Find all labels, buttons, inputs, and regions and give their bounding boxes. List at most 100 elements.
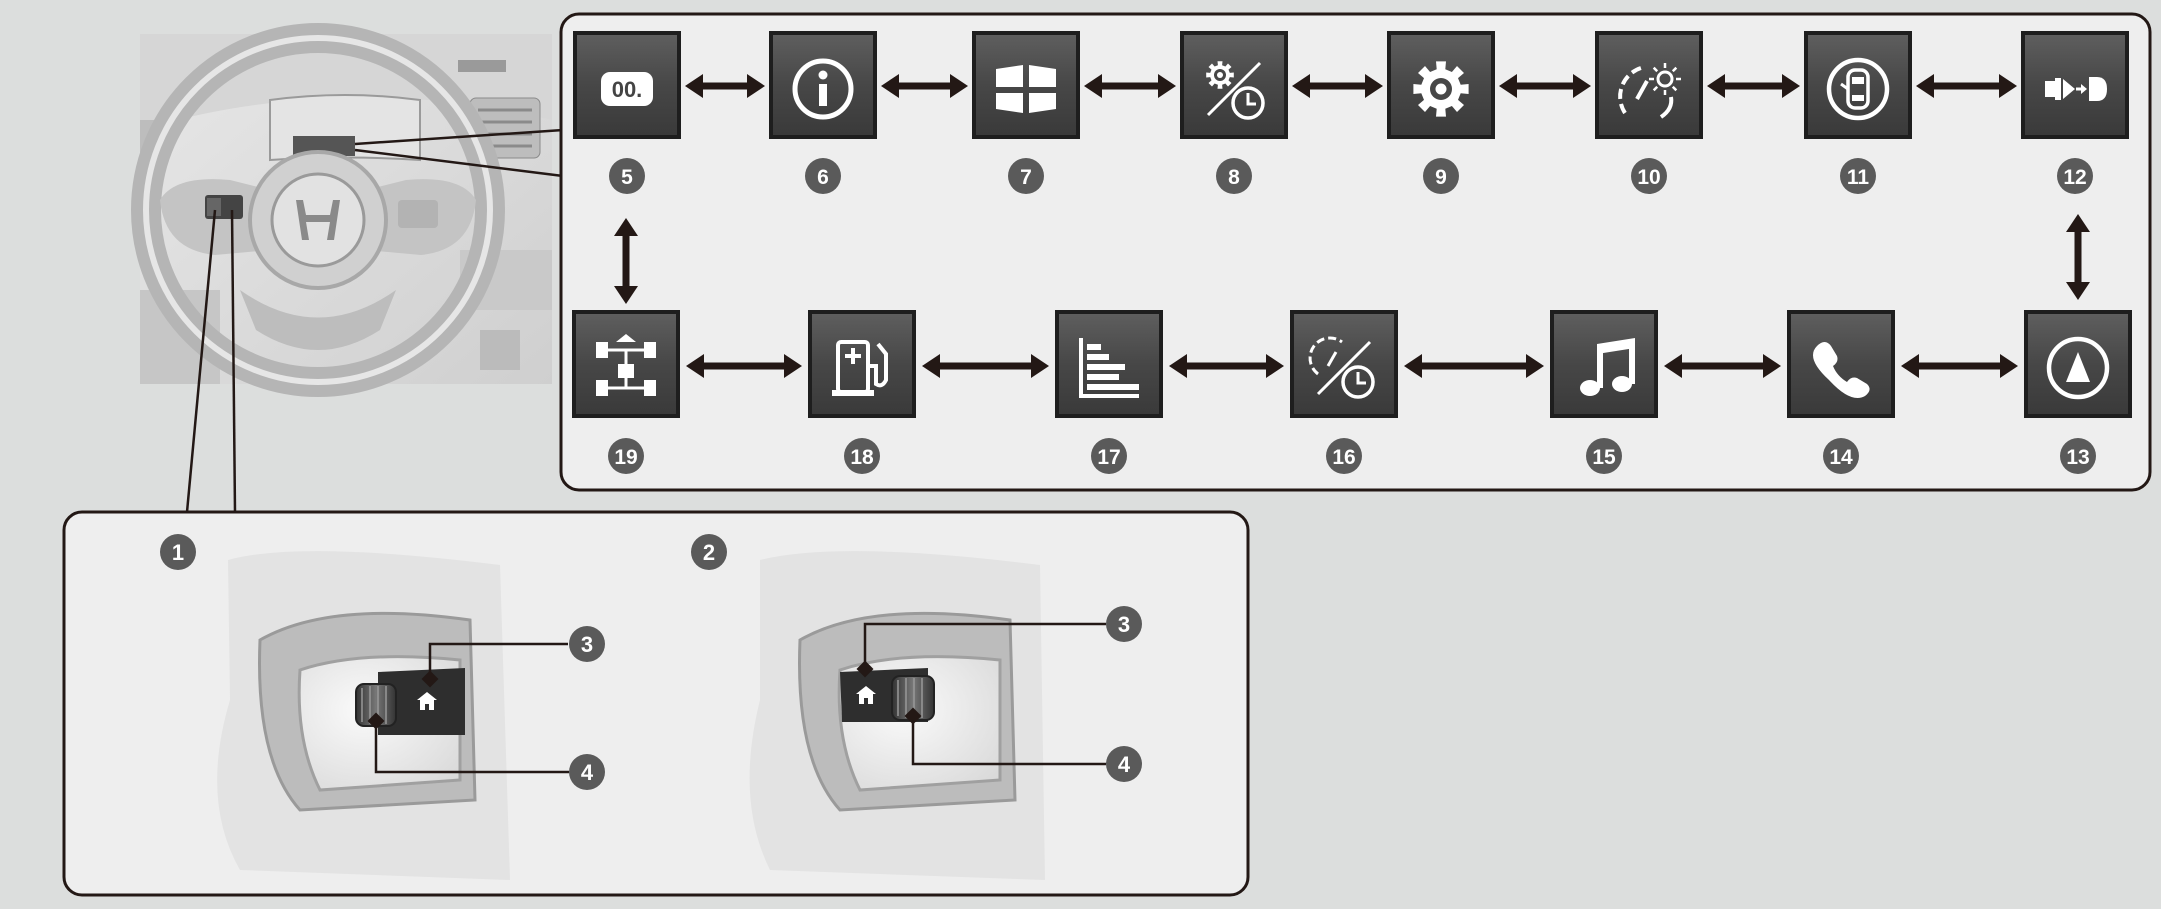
arrow-top-7 bbox=[1916, 74, 2017, 98]
arrow-top-3 bbox=[1084, 74, 1176, 98]
display-screens-panel bbox=[559, 12, 2152, 492]
odometer-digits: 00. bbox=[612, 77, 643, 102]
settings-clock-icon bbox=[1206, 61, 1265, 120]
arrow-bottom-2 bbox=[1664, 354, 1781, 378]
arrow-bottom-3 bbox=[1404, 354, 1544, 378]
svg-text:13: 13 bbox=[2066, 446, 2089, 469]
svg-text:9: 9 bbox=[1435, 166, 1447, 189]
screen-tile-18: 18 bbox=[808, 310, 916, 474]
screen-number-7: 7 bbox=[1008, 158, 1044, 194]
screen-tile-8: 8 bbox=[1180, 31, 1288, 194]
screen-tile-17: 17 bbox=[1055, 310, 1163, 474]
svg-text:14: 14 bbox=[1829, 446, 1853, 469]
svg-text:11: 11 bbox=[1847, 166, 1870, 189]
screen-tile-6: 6 bbox=[769, 31, 877, 194]
navigation-arrows bbox=[614, 74, 2090, 378]
cluster-pointer-lines bbox=[354, 128, 564, 178]
navigation-icon bbox=[2046, 336, 2110, 400]
svg-text:3: 3 bbox=[581, 632, 593, 657]
screen-number-16: 16 bbox=[1326, 438, 1362, 474]
screen-number-12: 12 bbox=[2057, 158, 2093, 194]
dashboard-illustration bbox=[131, 23, 552, 397]
svg-text:15: 15 bbox=[1592, 446, 1616, 469]
arrow-bottom-6 bbox=[686, 354, 802, 378]
svg-text:4: 4 bbox=[1118, 752, 1131, 777]
info-icon bbox=[792, 58, 854, 120]
screen-number-15: 15 bbox=[1586, 438, 1622, 474]
svg-text:8: 8 bbox=[1228, 166, 1240, 189]
svg-text:5: 5 bbox=[621, 166, 633, 189]
music-icon bbox=[1580, 338, 1635, 396]
left-switch-illustration bbox=[217, 551, 510, 880]
svg-text:18: 18 bbox=[850, 446, 874, 469]
svg-text:6: 6 bbox=[817, 166, 829, 189]
awd-drivetrain-icon bbox=[596, 334, 656, 396]
screen-number-13: 13 bbox=[2060, 438, 2096, 474]
home-icon bbox=[856, 686, 876, 704]
screen-number-17: 17 bbox=[1091, 438, 1127, 474]
honda-logo-icon bbox=[296, 200, 340, 240]
right-switch-illustration bbox=[749, 551, 1045, 880]
arrow-top-1 bbox=[685, 74, 765, 98]
screen-tile-12: 12 bbox=[2021, 31, 2129, 194]
vehicle-door-icon bbox=[1826, 57, 1890, 121]
callout-1: 1 bbox=[160, 534, 196, 570]
arrow-bottom-1 bbox=[1901, 354, 2018, 378]
callout-4-left: 4 bbox=[569, 754, 605, 790]
callout-2: 2 bbox=[691, 534, 727, 570]
screen-number-9: 9 bbox=[1423, 158, 1459, 194]
home-icon bbox=[417, 692, 437, 710]
phone-icon bbox=[1813, 342, 1870, 398]
left-leader-markers bbox=[367, 670, 439, 730]
screen-tile-19: 19 bbox=[572, 310, 680, 474]
screen-tile-15: 15 bbox=[1550, 310, 1658, 474]
speed-timer-icon bbox=[1308, 336, 1375, 399]
arrow-top-2 bbox=[881, 74, 968, 98]
callout-3-right: 3 bbox=[1106, 606, 1142, 642]
screen-tile-11: 11 bbox=[1804, 31, 1912, 194]
screen-tile-13: 13 bbox=[2024, 310, 2132, 474]
callout-4-right: 4 bbox=[1106, 746, 1142, 782]
svg-text:10: 10 bbox=[1637, 166, 1660, 189]
arrow-top-6 bbox=[1707, 74, 1800, 98]
screen-number-10: 10 bbox=[1631, 158, 1667, 194]
svg-text:2: 2 bbox=[703, 540, 715, 565]
screen-tile-9: 9 bbox=[1387, 31, 1495, 194]
screen-number-19: 19 bbox=[608, 438, 644, 474]
odometer-icon: 00. bbox=[601, 72, 653, 106]
screen-number-5: 5 bbox=[609, 158, 645, 194]
svg-text:17: 17 bbox=[1097, 446, 1120, 469]
arrow-top-4 bbox=[1292, 74, 1383, 98]
fuel-ev-icon bbox=[832, 340, 888, 396]
arrow-bottom-4 bbox=[1169, 354, 1284, 378]
callout-3-left: 3 bbox=[569, 626, 605, 662]
screen-number-6: 6 bbox=[805, 158, 841, 194]
screen-number-14: 14 bbox=[1823, 438, 1859, 474]
energy-flow-icon bbox=[2045, 77, 2107, 101]
arrow-vertical-left bbox=[614, 218, 638, 304]
screen-number-8: 8 bbox=[1216, 158, 1252, 194]
screen-tile-5: 00.5 bbox=[573, 31, 681, 194]
arrow-vertical-right bbox=[2066, 214, 2090, 300]
bar-chart-icon bbox=[1079, 338, 1139, 398]
svg-text:16: 16 bbox=[1332, 446, 1355, 469]
screen-tile-10: 10 bbox=[1595, 31, 1703, 194]
screen-tile-14: 14 bbox=[1787, 310, 1895, 474]
screen-number-18: 18 bbox=[844, 438, 880, 474]
gear-icon bbox=[1413, 61, 1469, 117]
gauge-brightness-icon bbox=[1618, 63, 1681, 119]
layout-icon bbox=[996, 65, 1056, 113]
left-leader-lines bbox=[374, 642, 569, 774]
svg-text:1: 1 bbox=[172, 540, 184, 565]
screen-tile-16: 16 bbox=[1290, 310, 1398, 474]
switch-pointer-lines bbox=[185, 209, 237, 513]
right-leader-markers bbox=[856, 660, 922, 725]
screen-tile-7: 7 bbox=[972, 31, 1080, 194]
screen-number-11: 11 bbox=[1840, 158, 1876, 194]
right-leader-lines bbox=[863, 622, 1106, 766]
arrow-bottom-5 bbox=[922, 354, 1049, 378]
svg-text:7: 7 bbox=[1020, 166, 1032, 189]
arrow-top-5 bbox=[1499, 74, 1591, 98]
svg-text:19: 19 bbox=[614, 446, 637, 469]
